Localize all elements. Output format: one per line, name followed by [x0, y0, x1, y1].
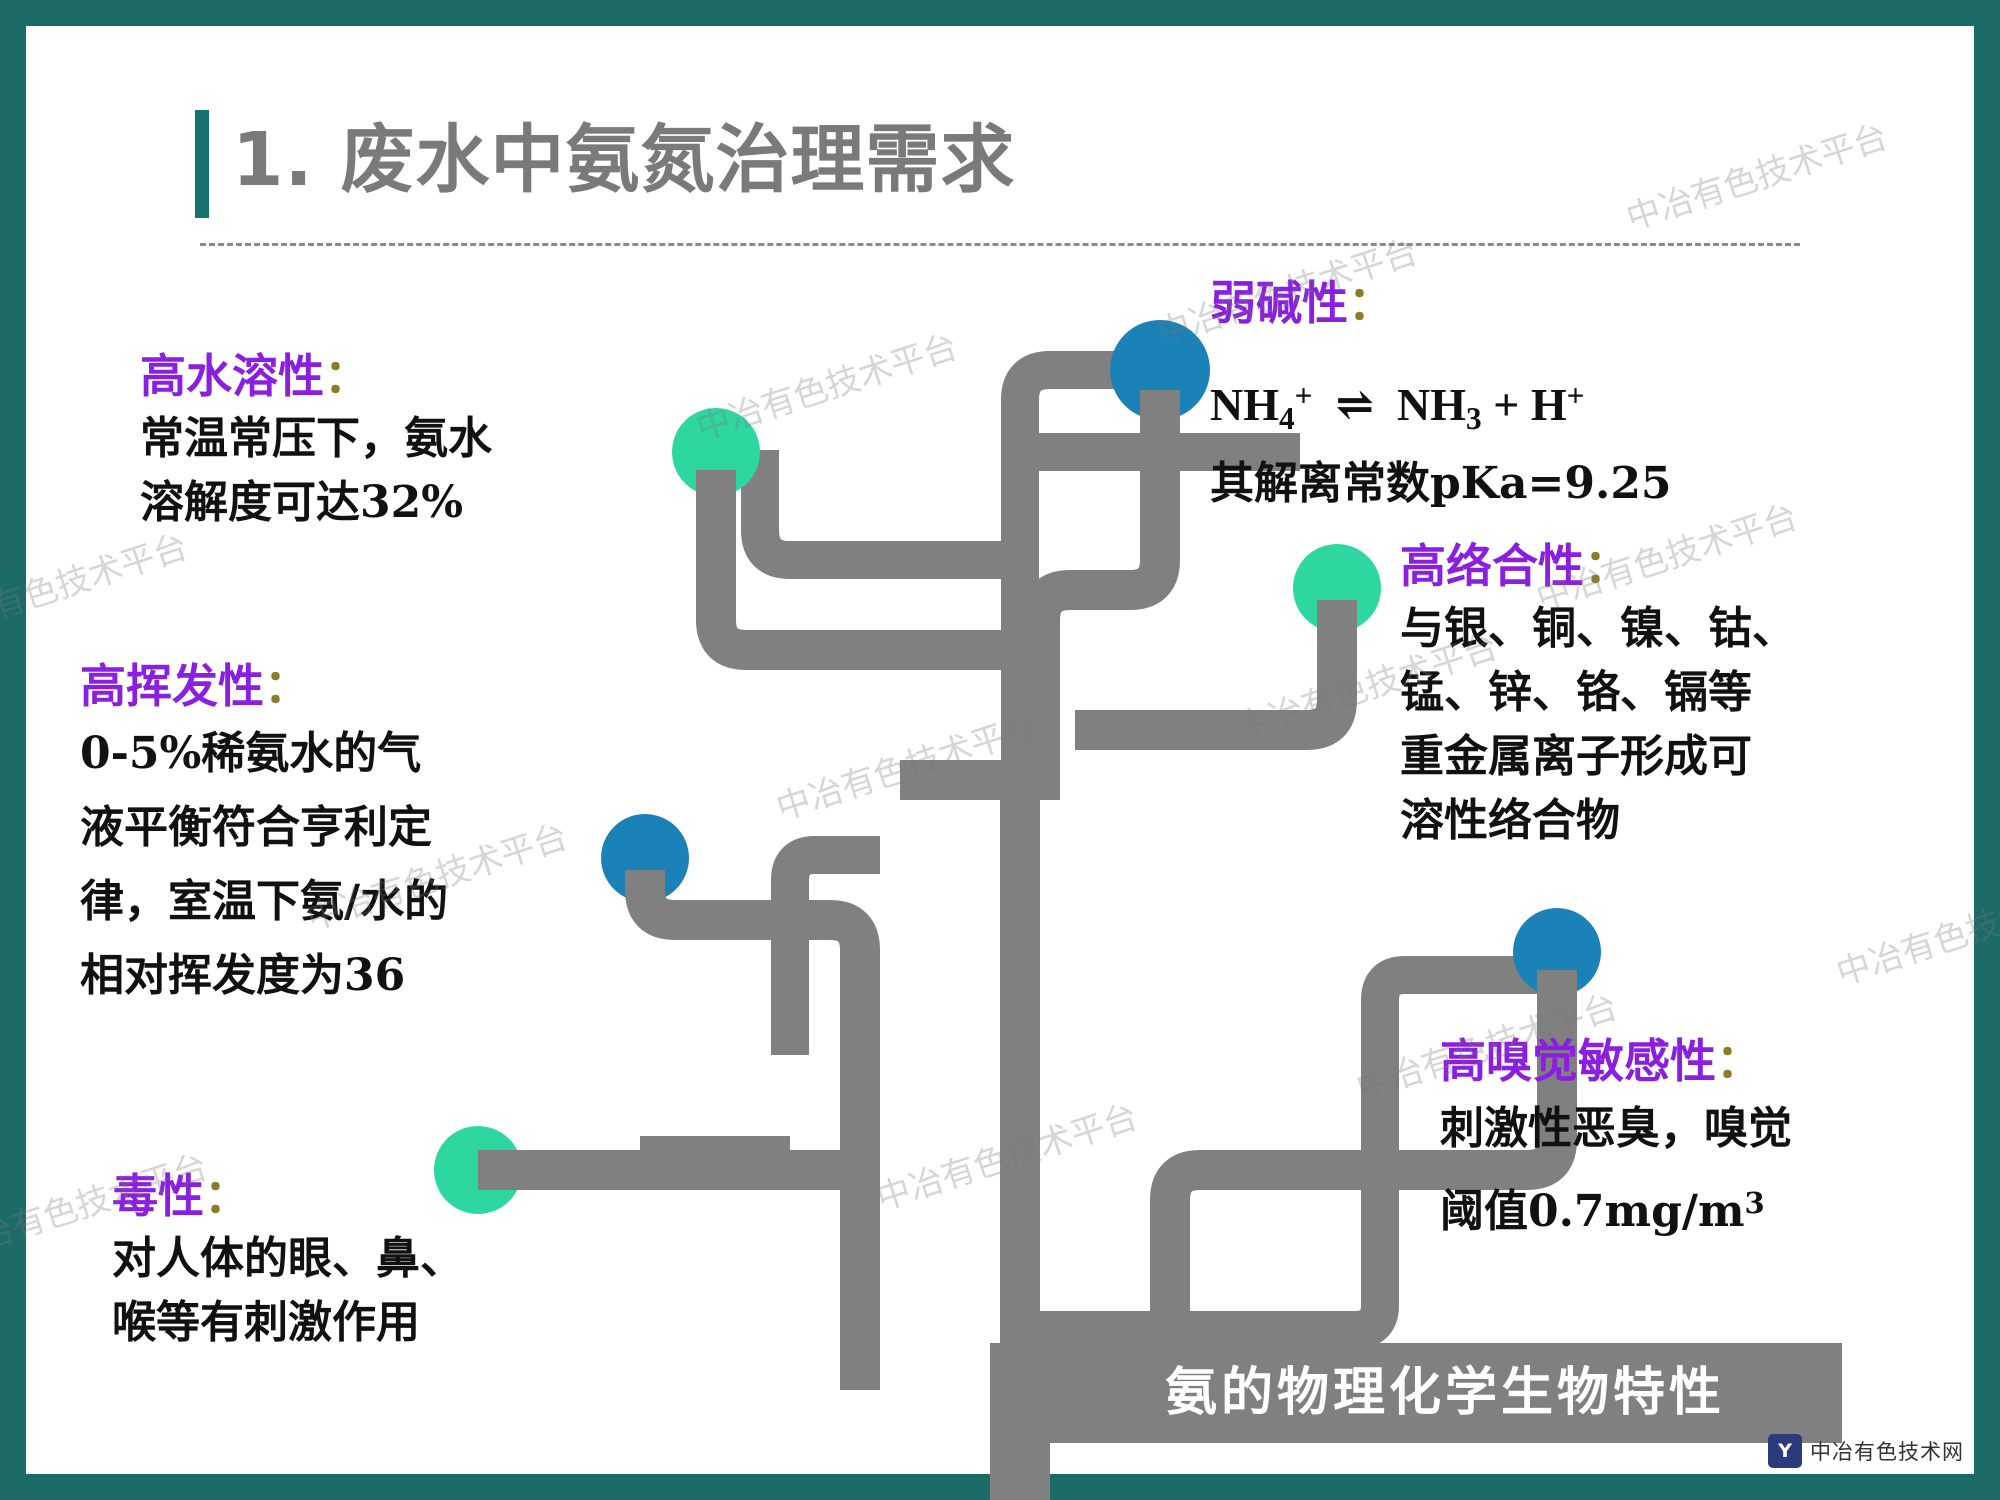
brand-logo: Y 中冶有色技术网	[1768, 1434, 1964, 1468]
node-body-complexation: 与银、铜、镍、钴、 锰、锌、铬、镉等 重金属离子形成可 溶性络合物	[1400, 603, 1796, 846]
equation-ammonium-dissociation: NH4+ ⇌ NH3 + H+	[1210, 378, 1585, 436]
node-block-volatility: 高挥发性： 0‑5%稀氨水的气 液平衡符合亨利定 律，室温下氨/水的 相对挥发度…	[80, 655, 448, 1013]
node-block-weak-base: 弱碱性：	[1210, 272, 1394, 334]
logo-text: 中冶有色技术网	[1810, 1440, 1964, 1464]
caption-box	[1042, 1343, 1842, 1443]
pipe-weakbase	[1020, 390, 1180, 800]
node-body-odor: 刺激性恶臭，嗅觉 阈值0.7mg/m3	[1440, 1092, 1792, 1249]
node-dot-volatility	[601, 814, 689, 902]
frame-border-left	[0, 0, 26, 1500]
node-heading-volatility: 高挥发性：	[80, 659, 310, 713]
diagram-caption: 氨的物理化学生物特性	[1164, 1362, 1725, 1423]
node-body-weak-base: 其解离常数pKa=9.25	[1210, 457, 1672, 509]
pipe-solubility	[696, 470, 1020, 670]
node-dot-odor	[1513, 908, 1601, 996]
caption-box-tab	[990, 1343, 1050, 1500]
watermark: 中冶有色技术平台	[691, 326, 963, 449]
node-block-odor: 高嗅觉敏感性： 刺激性恶臭，嗅觉 阈值0.7mg/m3	[1440, 1030, 1792, 1249]
frame-border-right	[1974, 0, 2000, 1500]
node-body-volatility: 0‑5%稀氨水的气 液平衡符合亨利定 律，室温下氨/水的 相对挥发度为36	[80, 728, 449, 1001]
pipe-volatility	[625, 870, 880, 1390]
page-title: 1. 废水中氨氮治理需求	[232, 117, 1016, 203]
node-body-odor-line2: 阈值0.7mg/m3	[1440, 1186, 1765, 1238]
node-heading-odor: 高嗅觉敏感性：	[1440, 1034, 1762, 1088]
title-accent-bar	[195, 110, 209, 218]
watermark: 中冶有色技术平台	[0, 526, 193, 649]
branch-solubility	[741, 450, 1020, 579]
node-heading-weak-base: 弱碱性：	[1210, 276, 1394, 330]
watermark: 中冶有色技术平台	[1621, 116, 1893, 239]
node-dot-complexation	[1293, 544, 1381, 632]
watermark: 中冶有色技术平台	[771, 706, 1043, 829]
node-heading-toxicity: 毒性：	[112, 1169, 250, 1223]
watermark: 中冶有色技术平台	[871, 1096, 1143, 1219]
node-body-toxicity: 对人体的眼、鼻、 喉等有刺激作用	[112, 1233, 464, 1348]
title-divider	[200, 243, 1800, 246]
branch-weakbase	[1001, 351, 1150, 470]
frame-border-top	[0, 0, 2000, 26]
node-equation-weak-base: NH4+ ⇌ NH3 + H+ 其解离常数pKa=9.25	[1210, 363, 1672, 516]
node-block-complexation: 高络合性： 与银、铜、镍、钴、 锰、锌、铬、镉等 重金属离子形成可 溶性络合物	[1400, 535, 1796, 853]
branch-volatility	[771, 836, 880, 1055]
node-body-solubility: 常温常压下，氨水 溶解度可达32%	[140, 413, 492, 528]
node-heading-solubility: 高水溶性：	[140, 349, 370, 403]
node-heading-complexation: 高络合性：	[1400, 539, 1630, 593]
node-block-solubility: 高水溶性： 常温常压下，氨水 溶解度可达32%	[140, 345, 492, 535]
logo-mark-icon: Y	[1768, 1434, 1802, 1468]
node-block-toxicity: 毒性： 对人体的眼、鼻、 喉等有刺激作用	[112, 1165, 464, 1355]
